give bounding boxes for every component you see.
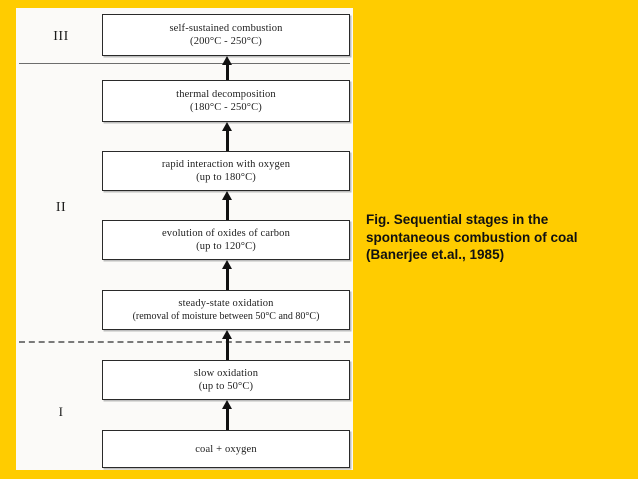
stage-detail: (up to 50°C) [198, 381, 254, 392]
arrow-head [222, 191, 232, 200]
caption-line-1: Fig. Sequential stages in the [366, 212, 549, 227]
arrow-up-icon [222, 191, 232, 220]
arrow-head [222, 400, 232, 409]
arrow-shaft [225, 198, 229, 220]
arrow-up-icon [222, 330, 232, 360]
arrow-shaft [225, 129, 229, 151]
stage-box-thermal-decomposition: thermal decomposition (180°C - 250°C) [102, 80, 350, 122]
stage-detail: (180°C - 250°C) [190, 102, 262, 113]
stage-title: steady-state oxidation [178, 298, 274, 309]
arrow-up-icon [222, 400, 232, 430]
arrow-head [222, 330, 232, 339]
stage-box-rapid-interaction-with-oxygen: rapid interaction with oxygen (up to 180… [102, 151, 350, 191]
zone-separator-dashed [19, 341, 350, 343]
stage-detail: (removal of moisture between 50°C and 80… [132, 311, 320, 322]
stage-box-evolution-of-oxides-of-carbon: evolution of oxides of carbon (up to 120… [102, 220, 350, 260]
stage-box-slow-oxidation: slow oxidation (up to 50°C) [102, 360, 350, 400]
figure-caption: Fig. Sequential stages in the spontaneou… [366, 211, 628, 264]
figure-panel: III II I self-sustained combustion (200°… [16, 8, 353, 470]
arrow-head [222, 260, 232, 269]
zone-label-I: I [58, 404, 64, 419]
arrow-head [222, 122, 232, 131]
stage-title: self-sustained combustion [169, 23, 283, 34]
arrow-up-icon [222, 260, 232, 290]
arrow-shaft [225, 407, 229, 430]
stage-box-coal-plus-oxygen: coal + oxygen [102, 430, 350, 468]
stage-detail: (200°C - 250°C) [190, 36, 262, 47]
arrow-head [222, 56, 232, 65]
zone-separator-solid [19, 63, 350, 64]
stage-detail: (up to 120°C) [196, 241, 256, 252]
stage-title: thermal decomposition [176, 89, 276, 100]
caption-line-2: spontaneous combustion of coal [366, 229, 578, 245]
stage-detail: (up to 180°C) [196, 172, 256, 183]
arrow-shaft [225, 337, 229, 360]
stage-title: rapid interaction with oxygen [161, 159, 291, 170]
caption-line-3: (Banerjee et.al., 1985) [366, 247, 505, 262]
stage-stack: self-sustained combustion (200°C - 250°C… [102, 8, 350, 470]
zone-label-II: II [55, 200, 67, 215]
stage-box-steady-state-oxidation: steady-state oxidation (removal of moist… [102, 290, 350, 330]
stage-box-self-sustained-combustion: self-sustained combustion (200°C - 250°C… [102, 14, 350, 56]
stage-title: slow oxidation [193, 368, 259, 379]
zone-label-III: III [53, 29, 69, 44]
arrow-shaft [225, 267, 229, 290]
arrow-shaft [225, 63, 229, 80]
stage-title: evolution of oxides of carbon [162, 228, 290, 239]
arrow-up-icon [222, 122, 232, 151]
arrow-up-icon [222, 56, 232, 80]
stage-title: coal + oxygen [195, 443, 257, 455]
